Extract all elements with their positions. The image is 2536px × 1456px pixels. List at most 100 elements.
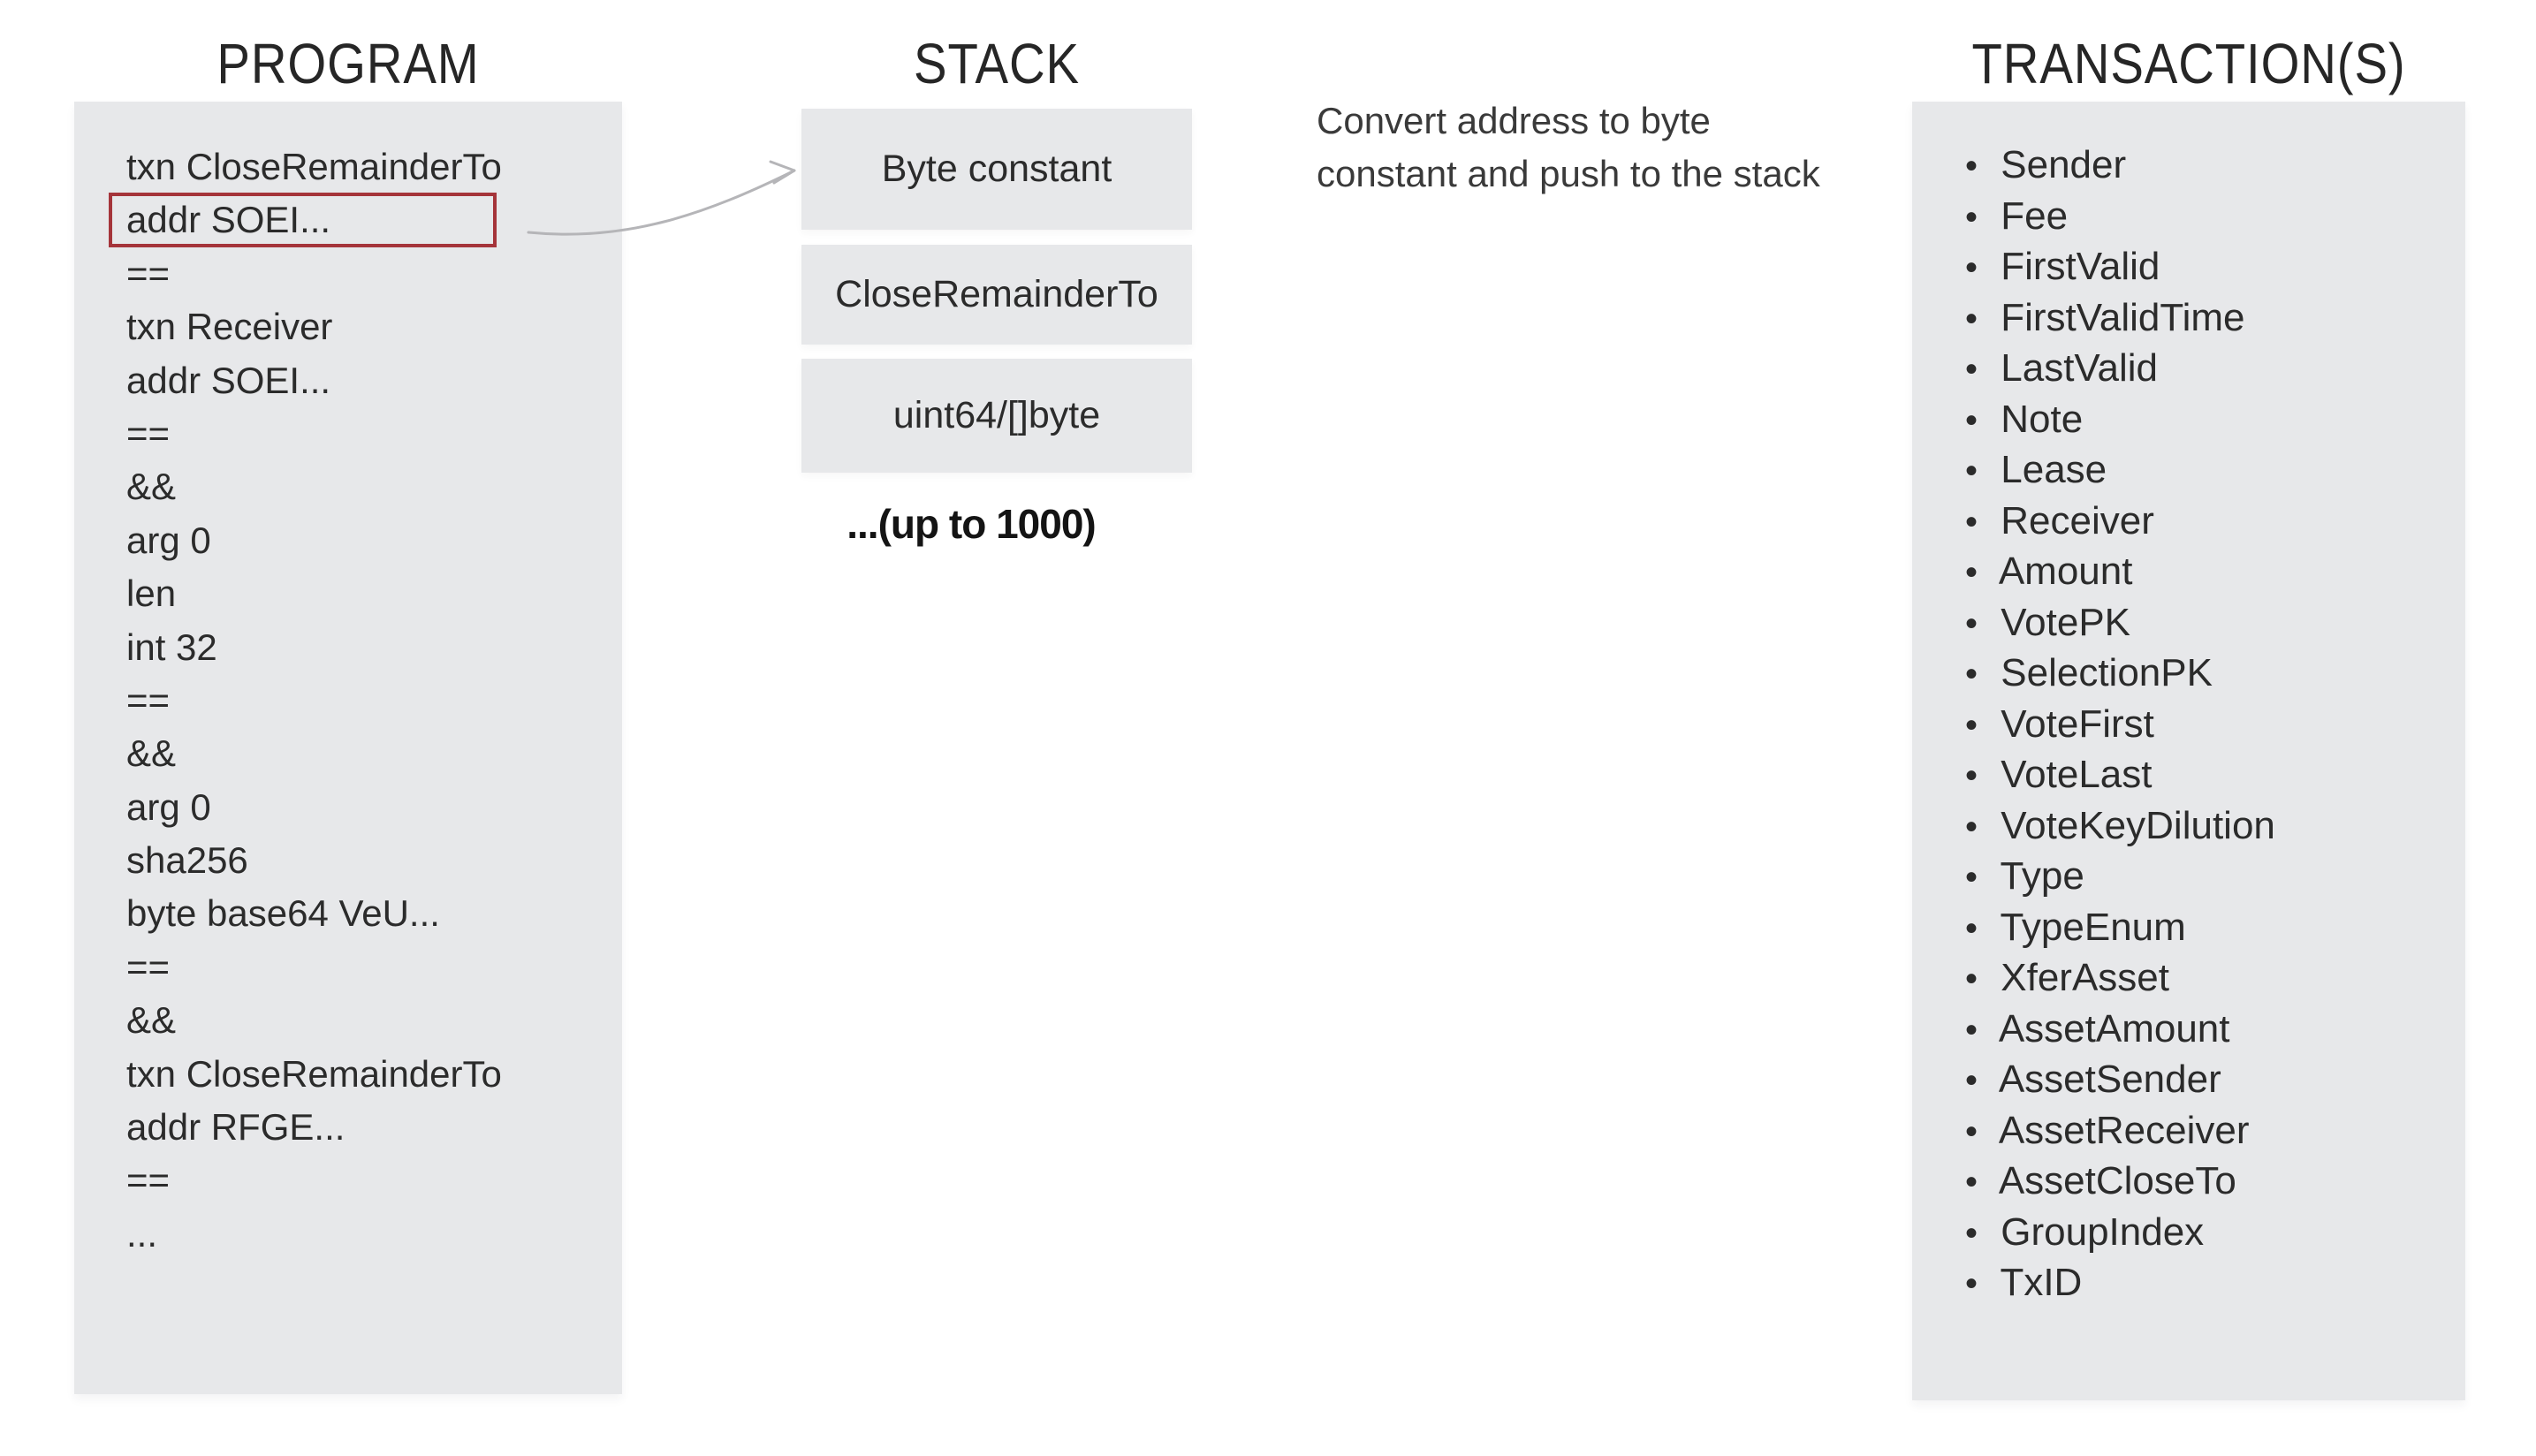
transaction-field-label: Type — [2000, 854, 2084, 898]
program-instruction-text: sha256 — [126, 839, 248, 882]
annotation-line-1: Convert address to byte — [1317, 100, 1711, 141]
stack-box-label: uint64/[]byte — [892, 394, 1101, 436]
program-code-line: arg 0 — [74, 781, 622, 834]
transaction-field-label: VoteFirst — [2001, 701, 2154, 746]
program-instruction-text: == — [126, 1159, 171, 1202]
transaction-field-label: TxID — [2000, 1261, 2083, 1304]
stack-box: uint64/[]byte — [801, 359, 1192, 473]
program-code-line: == — [74, 674, 622, 727]
program-instruction-text: && — [126, 466, 177, 508]
program-instruction-text: byte base64 VeU... — [126, 892, 440, 935]
bullet-dot: • — [1965, 908, 1978, 948]
program-instruction-text: == — [126, 412, 171, 454]
program-code-line: addr SOEI... — [74, 354, 622, 407]
program-instruction-text: arg 0 — [126, 785, 211, 828]
transaction-field-label: FirstValid — [2001, 245, 2160, 288]
program-instruction-text: == — [126, 679, 171, 721]
bullet-dot: • — [1965, 553, 1978, 592]
transaction-field-item: • AssetAmount — [1912, 1004, 2465, 1055]
program-code-line: addr RFGE... — [74, 1101, 622, 1154]
bullet-dot: • — [1965, 248, 1978, 287]
bullet-dot: • — [1965, 807, 1978, 846]
transaction-field-label: XferAsset — [2001, 956, 2169, 999]
bullet-dot: • — [1965, 1111, 1978, 1151]
program-instruction-text: txn Receiver — [126, 306, 333, 348]
transaction-field-list: • Sender • Fee • FirstValid • FirstValid… — [1912, 102, 2465, 1308]
transactions-column-title: TRANSACTION(S) — [1971, 32, 2406, 95]
program-code-line: == — [74, 247, 622, 300]
transaction-field-label: Note — [2001, 397, 2084, 441]
transaction-field-item: • FirstValidTime — [1912, 292, 2465, 344]
transaction-field-item: • TxID — [1912, 1257, 2465, 1308]
program-code-line: int 32 — [74, 621, 622, 674]
stack-column-title: STACK — [914, 32, 1080, 95]
bullet-dot: • — [1965, 350, 1978, 389]
program-instruction-text: addr RFGE... — [126, 1106, 345, 1149]
transaction-field-label: SelectionPK — [2001, 651, 2213, 694]
program-code-line: ... — [74, 1208, 622, 1261]
stack-box: Byte constant — [801, 109, 1192, 230]
transaction-field-label: VotePK — [2001, 600, 2131, 644]
bullet-dot: • — [1965, 1264, 1978, 1303]
bullet-dot: • — [1965, 756, 1978, 795]
program-code-line: txn Receiver — [74, 300, 622, 353]
transaction-field-label: FirstValidTime — [2001, 295, 2245, 339]
transaction-field-item: • AssetCloseTo — [1912, 1156, 2465, 1207]
bullet-dot: • — [1965, 400, 1978, 440]
transaction-field-label: AssetSender — [1998, 1058, 2221, 1101]
bullet-dot: • — [1965, 1213, 1978, 1253]
transaction-field-item: • AssetReceiver — [1912, 1105, 2465, 1156]
program-code-line: byte base64 VeU... — [74, 887, 622, 940]
program-code-line: txn CloseRemainderTo — [74, 1048, 622, 1101]
bullet-dot: • — [1965, 1061, 1978, 1100]
program-code-line: == — [74, 407, 622, 460]
program-instruction-text: addr SOEI... — [126, 199, 331, 241]
program-instruction-text: txn CloseRemainderTo — [126, 1052, 502, 1095]
arrow-curve — [527, 169, 796, 236]
transaction-field-item: • Fee — [1912, 191, 2465, 242]
stack-box-label: CloseRemainderTo — [835, 273, 1158, 315]
program-instruction-text: int 32 — [126, 626, 217, 668]
bullet-dot: • — [1965, 959, 1978, 998]
program-code-line: txn CloseRemainderTo — [74, 140, 622, 193]
transaction-field-label: Receiver — [2001, 498, 2154, 542]
program-instruction-text: arg 0 — [126, 519, 211, 561]
program-code-list: txn CloseRemainderTo addr SOEI... == txn… — [74, 102, 622, 1261]
bullet-dot: • — [1965, 858, 1978, 897]
program-instruction-text: addr SOEI... — [126, 359, 331, 401]
transaction-field-item: • Sender — [1912, 140, 2465, 191]
program-code-line: == — [74, 1154, 622, 1207]
transaction-field-item: • GroupIndex — [1912, 1207, 2465, 1258]
program-code-line: == — [74, 941, 622, 994]
transaction-field-item: • AssetSender — [1912, 1054, 2465, 1105]
transaction-field-item: • TypeEnum — [1912, 902, 2465, 953]
transaction-field-label: VoteKeyDilution — [2001, 803, 2275, 847]
transaction-field-item: • LastValid — [1912, 343, 2465, 394]
transaction-field-item: • VoteFirst — [1912, 699, 2465, 750]
program-column-title: PROGRAM — [216, 32, 480, 95]
bullet-dot: • — [1965, 705, 1978, 745]
stack-box: CloseRemainderTo — [801, 245, 1192, 345]
transaction-field-item: • Receiver — [1912, 496, 2465, 547]
bullet-dot: • — [1965, 1010, 1978, 1050]
transaction-field-label: Sender — [2001, 143, 2127, 186]
transaction-field-item: • VotePK — [1912, 597, 2465, 648]
bullet-dot: • — [1965, 603, 1978, 643]
program-instruction-text: && — [126, 999, 177, 1042]
curved-arrow-icon — [527, 160, 796, 236]
transaction-field-label: AssetCloseTo — [1998, 1159, 2236, 1202]
program-code-line: len — [74, 567, 622, 620]
program-panel: txn CloseRemainderTo addr SOEI... == txn… — [74, 102, 622, 1394]
program-code-line: && — [74, 994, 622, 1047]
transaction-field-label: GroupIndex — [2001, 1210, 2205, 1254]
annotation-line-2: constant and push to the stack — [1317, 153, 1820, 194]
transaction-field-item: • SelectionPK — [1912, 648, 2465, 699]
program-code-line: sha256 — [74, 834, 622, 887]
transaction-field-item: • XferAsset — [1912, 952, 2465, 1004]
bullet-dot: • — [1965, 1163, 1978, 1202]
transaction-field-label: LastValid — [2001, 346, 2158, 390]
transaction-field-item: • Type — [1912, 851, 2465, 902]
stack-overflow-note: ...(up to 1000) — [847, 501, 1096, 547]
program-instruction-text: txn CloseRemainderTo — [126, 146, 502, 187]
